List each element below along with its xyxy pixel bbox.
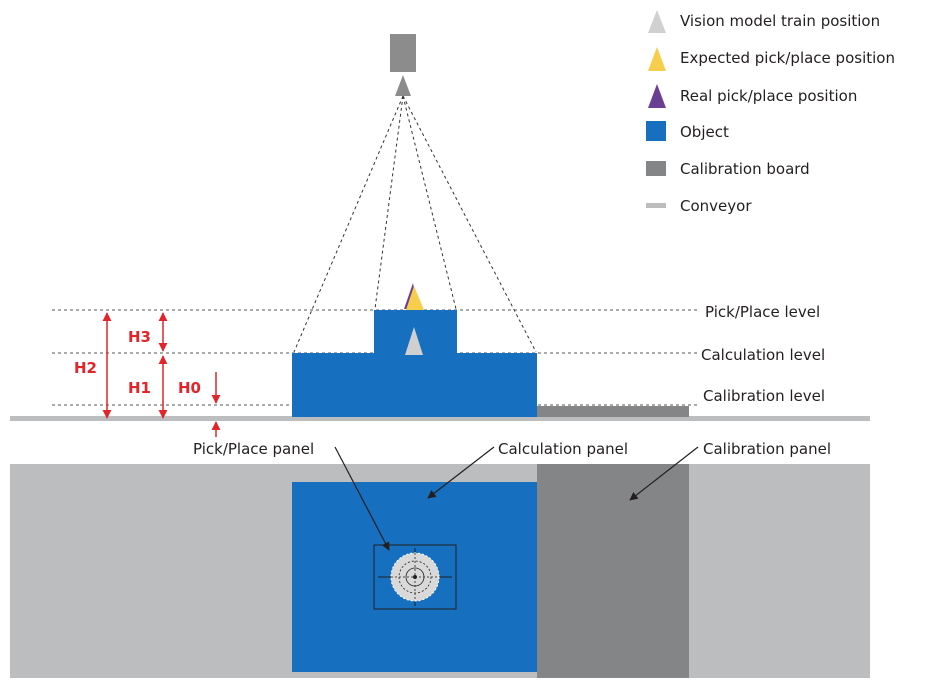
object-base-side [292, 353, 537, 417]
camera-lens-icon [395, 75, 411, 96]
legend-label-real: Real pick/place position [680, 87, 857, 105]
h1-label: H1 [128, 379, 151, 397]
camera [390, 34, 416, 96]
legend-label-expected: Expected pick/place position [680, 49, 895, 67]
legend-label-object: Object [680, 123, 729, 141]
conveyor-side [10, 416, 870, 421]
h2-label: H2 [74, 359, 97, 377]
calculation-panel-pointer [427, 446, 495, 499]
legend-label-conveyor: Conveyor [680, 197, 752, 215]
calibration-panel-label: Calibration panel [703, 440, 831, 458]
pick-place-level-label: Pick/Place level [705, 303, 820, 321]
height-dimensions [102, 312, 221, 437]
expected-position-marker [406, 286, 424, 310]
expected-position-triangle-icon [648, 47, 666, 71]
pick-place-panel-pointer [334, 446, 390, 551]
pick-place-panel-label: Pick/Place panel [193, 440, 314, 458]
h0-label: H0 [178, 379, 201, 397]
camera-body [390, 34, 416, 72]
conveyor-line-icon [646, 203, 666, 208]
calculation-level-label: Calculation level [701, 346, 825, 364]
train-position-triangle-icon [648, 10, 666, 33]
legend: Vision model train position Expected pic… [646, 10, 895, 215]
object-square-icon [646, 121, 666, 141]
camera-field-of-view [293, 95, 537, 353]
real-position-triangle-icon [648, 84, 666, 108]
calculation-panel-label: Calculation panel [498, 440, 628, 458]
pick-place-panel [373, 544, 457, 610]
legend-label-board: Calibration board [680, 160, 810, 178]
calibration-panel-pointer [629, 446, 699, 501]
train-position-marker [405, 327, 423, 355]
calibration-level-label: Calibration level [703, 387, 825, 405]
panel-pointers [334, 446, 699, 551]
calibration-board-top-view [537, 464, 689, 678]
pick-place-panel-box [373, 544, 457, 610]
h3-label: H3 [128, 328, 151, 346]
calibration-board-square-icon [646, 161, 666, 176]
calibration-board-side [537, 406, 689, 417]
legend-label-train: Vision model train position [680, 12, 880, 30]
